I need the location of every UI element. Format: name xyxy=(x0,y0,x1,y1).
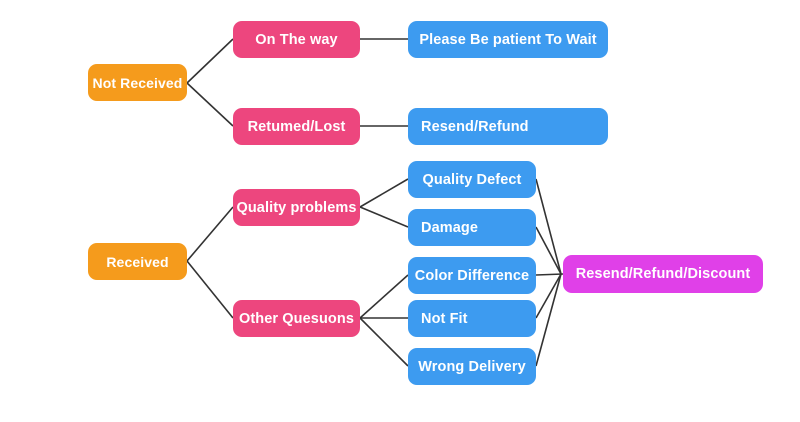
node-label: Wrong Delivery xyxy=(418,358,526,375)
node-received[interactable]: Received xyxy=(88,243,187,280)
edge-not_fit-to-resend_refund_discount xyxy=(535,273,562,319)
node-quality_defect[interactable]: Quality Defect xyxy=(408,161,536,198)
node-label: Quality problems xyxy=(236,199,357,216)
node-label: Damage xyxy=(421,219,479,236)
node-on_the_way[interactable]: On The way xyxy=(233,21,360,58)
node-not_received[interactable]: Not Received xyxy=(88,64,187,101)
edge-damage-to-resend_refund_discount xyxy=(535,226,562,275)
node-other_questions[interactable]: Other Quesuons xyxy=(233,300,360,337)
node-label: Not Received xyxy=(92,74,183,91)
node-wrong_delivery[interactable]: Wrong Delivery xyxy=(408,348,536,385)
node-damage[interactable]: Damage xyxy=(408,209,536,246)
edge-other_questions-to-wrong_delivery xyxy=(359,317,409,367)
node-label: Resend/Refund/Discount xyxy=(575,266,751,282)
node-not_fit[interactable]: Not Fit xyxy=(408,300,536,337)
edge-color_difference-to-resend_refund_discount xyxy=(535,273,564,276)
edge-not_received-to-returned_lost xyxy=(186,82,234,127)
node-label: Not Fit xyxy=(421,310,468,327)
edge-quality_problems-to-quality_defect xyxy=(359,178,409,208)
node-label: Received xyxy=(106,253,169,270)
edge-wrong_delivery-to-resend_refund_discount xyxy=(535,273,562,367)
node-label: Quality Defect xyxy=(422,171,522,188)
node-be_patient[interactable]: Please Be patient To Wait xyxy=(408,21,608,58)
node-label: Color Difference xyxy=(414,267,530,284)
edge-other_questions-to-color_difference xyxy=(359,274,409,319)
edge-quality_problems-to-damage xyxy=(359,206,409,228)
edge-quality_defect-to-resend_refund_discount xyxy=(535,178,562,275)
node-resend_refund_discount[interactable]: Resend/Refund/Discount xyxy=(563,255,763,293)
node-resend_refund[interactable]: Resend/Refund xyxy=(408,108,608,145)
node-label: Retumed/Lost xyxy=(247,118,346,135)
node-color_difference[interactable]: Color Difference xyxy=(408,257,536,294)
node-returned_lost[interactable]: Retumed/Lost xyxy=(233,108,360,145)
node-quality_problems[interactable]: Quality problems xyxy=(233,189,360,226)
node-label: Other Quesuons xyxy=(239,310,354,327)
node-label: Please Be patient To Wait xyxy=(419,31,597,48)
node-label: On The way xyxy=(255,31,338,48)
edge-not_received-to-on_the_way xyxy=(186,38,234,84)
edge-received-to-other_questions xyxy=(186,260,234,319)
edge-received-to-quality_problems xyxy=(186,206,234,262)
node-label: Resend/Refund xyxy=(421,118,529,135)
